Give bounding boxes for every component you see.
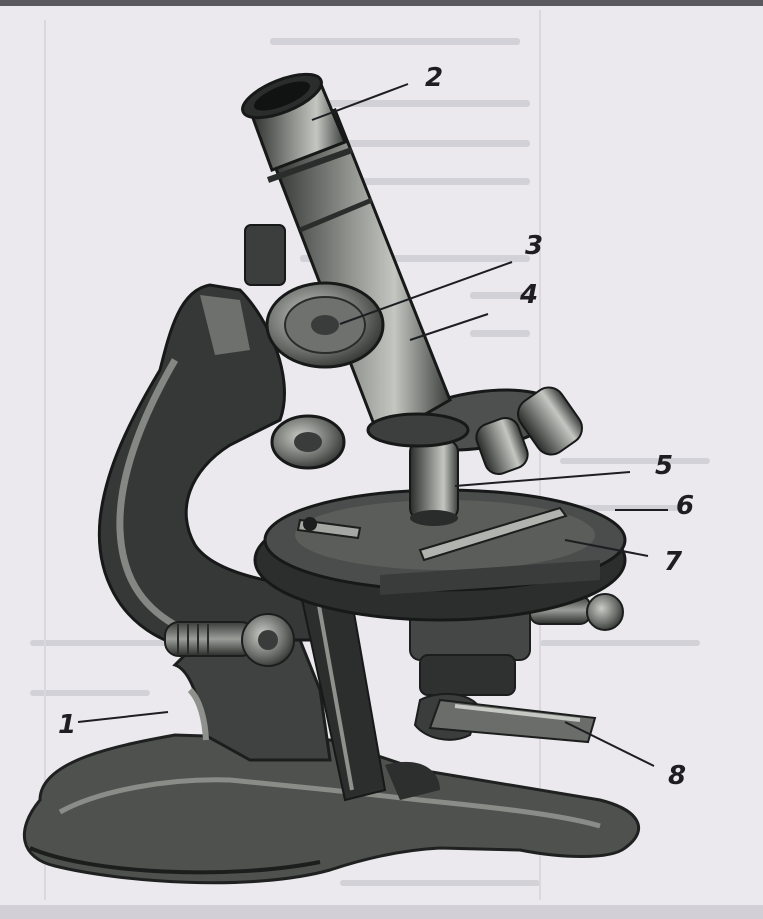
- callout-number-1: 1: [58, 710, 76, 740]
- callout-number-8: 8: [668, 761, 686, 791]
- callout-line-8: [565, 722, 654, 766]
- callout-line-1: [78, 712, 168, 722]
- microscope-base: [24, 735, 638, 883]
- bottom-scan-edge: [0, 905, 763, 919]
- callout-number-7: 7: [664, 547, 683, 577]
- callout-line-5: [455, 472, 630, 486]
- callout-number-6: 6: [676, 491, 694, 521]
- callout-number-3: 3: [525, 231, 543, 261]
- callout-number-2: 2: [425, 63, 443, 93]
- callout-number-4: 4: [519, 280, 538, 310]
- callout-number-5: 5: [655, 451, 673, 481]
